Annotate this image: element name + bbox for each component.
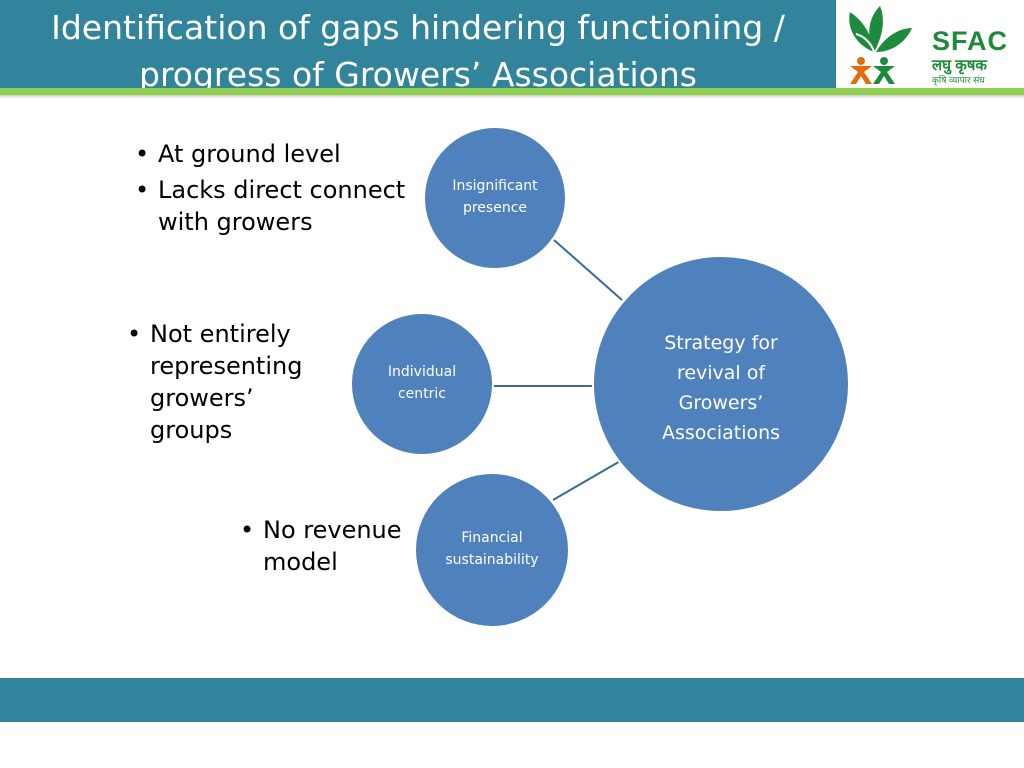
node-label-individual-centric: Individual centric <box>387 364 457 402</box>
logo-hindi-line2: कृषि व्यापार संघ <box>932 75 985 85</box>
center-node-label: Strategy for revival of Growers’ Associa… <box>661 332 781 444</box>
header-shadow <box>0 95 1024 99</box>
connector-line-top <box>553 239 623 301</box>
node-label-financial-sustainability: Financial sustainability <box>445 530 539 568</box>
bullet-item: At ground level <box>135 138 415 170</box>
bullet-item: No revenue model <box>240 514 420 578</box>
slide-title: Identification of gaps hindering functio… <box>51 8 785 94</box>
node-label-insignificant-presence: Insignificant presence <box>452 178 538 216</box>
leaf-emblem-icon <box>849 6 912 84</box>
bullet-list-revenue: No revenue model <box>240 514 420 582</box>
sfac-logo: SFAC लघु कृषक कृषि व्यापार संघ <box>836 0 1024 88</box>
center-node-strategy <box>592 255 850 513</box>
title-banner: Identification of gaps hindering functio… <box>0 0 836 94</box>
bullet-item: Lacks direct connect with growers <box>135 174 415 238</box>
logo-hindi-line1: लघु कृषक <box>932 57 987 74</box>
node-individual-centric <box>350 312 494 456</box>
bullet-list-representation: Not entirely representing growers’ group… <box>127 318 322 450</box>
bullet-list-ground-level: At ground level Lacks direct connect wit… <box>135 138 415 242</box>
node-insignificant-presence <box>423 126 567 270</box>
connector-line-bottom <box>552 459 623 501</box>
bullet-item: Not entirely representing growers’ group… <box>127 318 322 446</box>
accent-line <box>0 88 1024 95</box>
logo-name: SFAC <box>932 26 1009 56</box>
footer-bar <box>0 678 1024 722</box>
